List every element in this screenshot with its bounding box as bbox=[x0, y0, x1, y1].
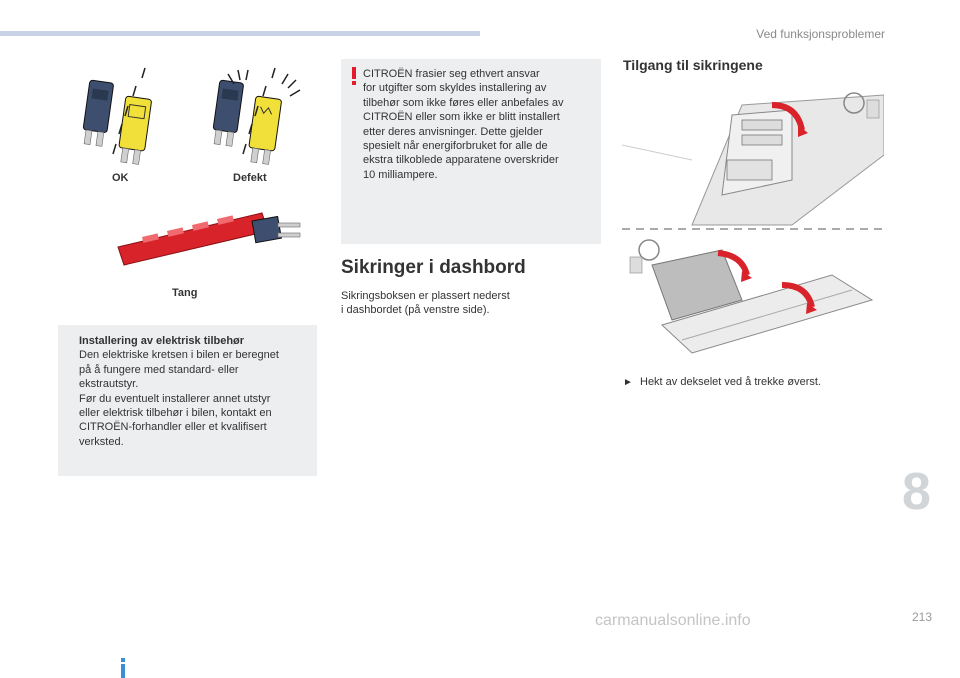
defect-fuse-pair bbox=[212, 67, 301, 165]
fuse-illustration bbox=[82, 67, 301, 165]
info-line: ekstrautstyr. bbox=[79, 378, 139, 391]
info-line: på å fungere med standard- eller bbox=[79, 363, 239, 376]
info-box-title: Installering av elektrisk tilbehør bbox=[79, 335, 245, 347]
fuse-access-instruction: Hekt av dekselet ved å trekke øverst. bbox=[640, 376, 821, 388]
warning-line: CITROËN frasier seg ethvert ansvar bbox=[363, 68, 540, 80]
warning-line: spesielt når energiforbruket for alle de bbox=[363, 140, 548, 153]
dashboard-fuses-heading: Sikringer i dashbord bbox=[341, 257, 526, 278]
bullet-arrow-icon: ► bbox=[623, 377, 633, 388]
info-line: verksted. bbox=[79, 435, 124, 448]
info-line: Før du eventuelt installerer annet utsty… bbox=[79, 392, 271, 405]
ok-caption: OK bbox=[112, 172, 129, 184]
warning-line: 10 milliampere. bbox=[363, 168, 438, 181]
warning-line: tilbehør som ikke føres eller anbefales … bbox=[363, 96, 564, 109]
chapter-number: 8 bbox=[902, 463, 931, 521]
header-accent-bar bbox=[0, 31, 480, 36]
pliers-caption: Tang bbox=[172, 287, 198, 299]
fuse-pliers-illustration bbox=[117, 212, 301, 266]
watermark: carmanualsonline.info bbox=[595, 612, 751, 629]
info-line: eller elektrisk tilbehør i bilen, kontak… bbox=[79, 407, 272, 420]
info-line: Den elektriske kretsen i bilen er beregn… bbox=[79, 349, 279, 362]
warning-line: ekstra tilkoblede apparatene overskrider bbox=[363, 154, 559, 167]
ok-fuse-pair bbox=[82, 67, 152, 165]
warning-line: etter deres anvisninger. Dette gjelder bbox=[363, 125, 543, 138]
dashboard-fuses-text: Sikringsboksen er plassert nederst i das… bbox=[341, 289, 510, 318]
warning-exclamation-icon bbox=[352, 67, 356, 85]
defect-caption: Defekt bbox=[233, 172, 267, 184]
fuse-access-illustration bbox=[622, 85, 884, 363]
warning-line: CITROËN eller som ikke er blitt installe… bbox=[363, 111, 560, 124]
info-icon bbox=[121, 658, 125, 678]
dashboard-text-line: i dashbordet (på venstre side). bbox=[341, 304, 490, 317]
section-title: Ved funksjonsproblemer bbox=[756, 27, 885, 41]
page-number: 213 bbox=[912, 610, 933, 624]
warning-line: for utgifter som skyldes installering av bbox=[363, 82, 547, 95]
info-line: CITROËN-forhandler eller et kvalifisert bbox=[79, 421, 267, 434]
dashboard-text-line: Sikringsboksen er plassert nederst bbox=[341, 290, 510, 302]
info-box: Installering av elektrisk tilbehør Den e… bbox=[58, 325, 317, 678]
fuse-access-heading: Tilgang til sikringene bbox=[623, 57, 763, 73]
warning-box: CITROËN frasier seg ethvert ansvar for u… bbox=[341, 59, 601, 244]
